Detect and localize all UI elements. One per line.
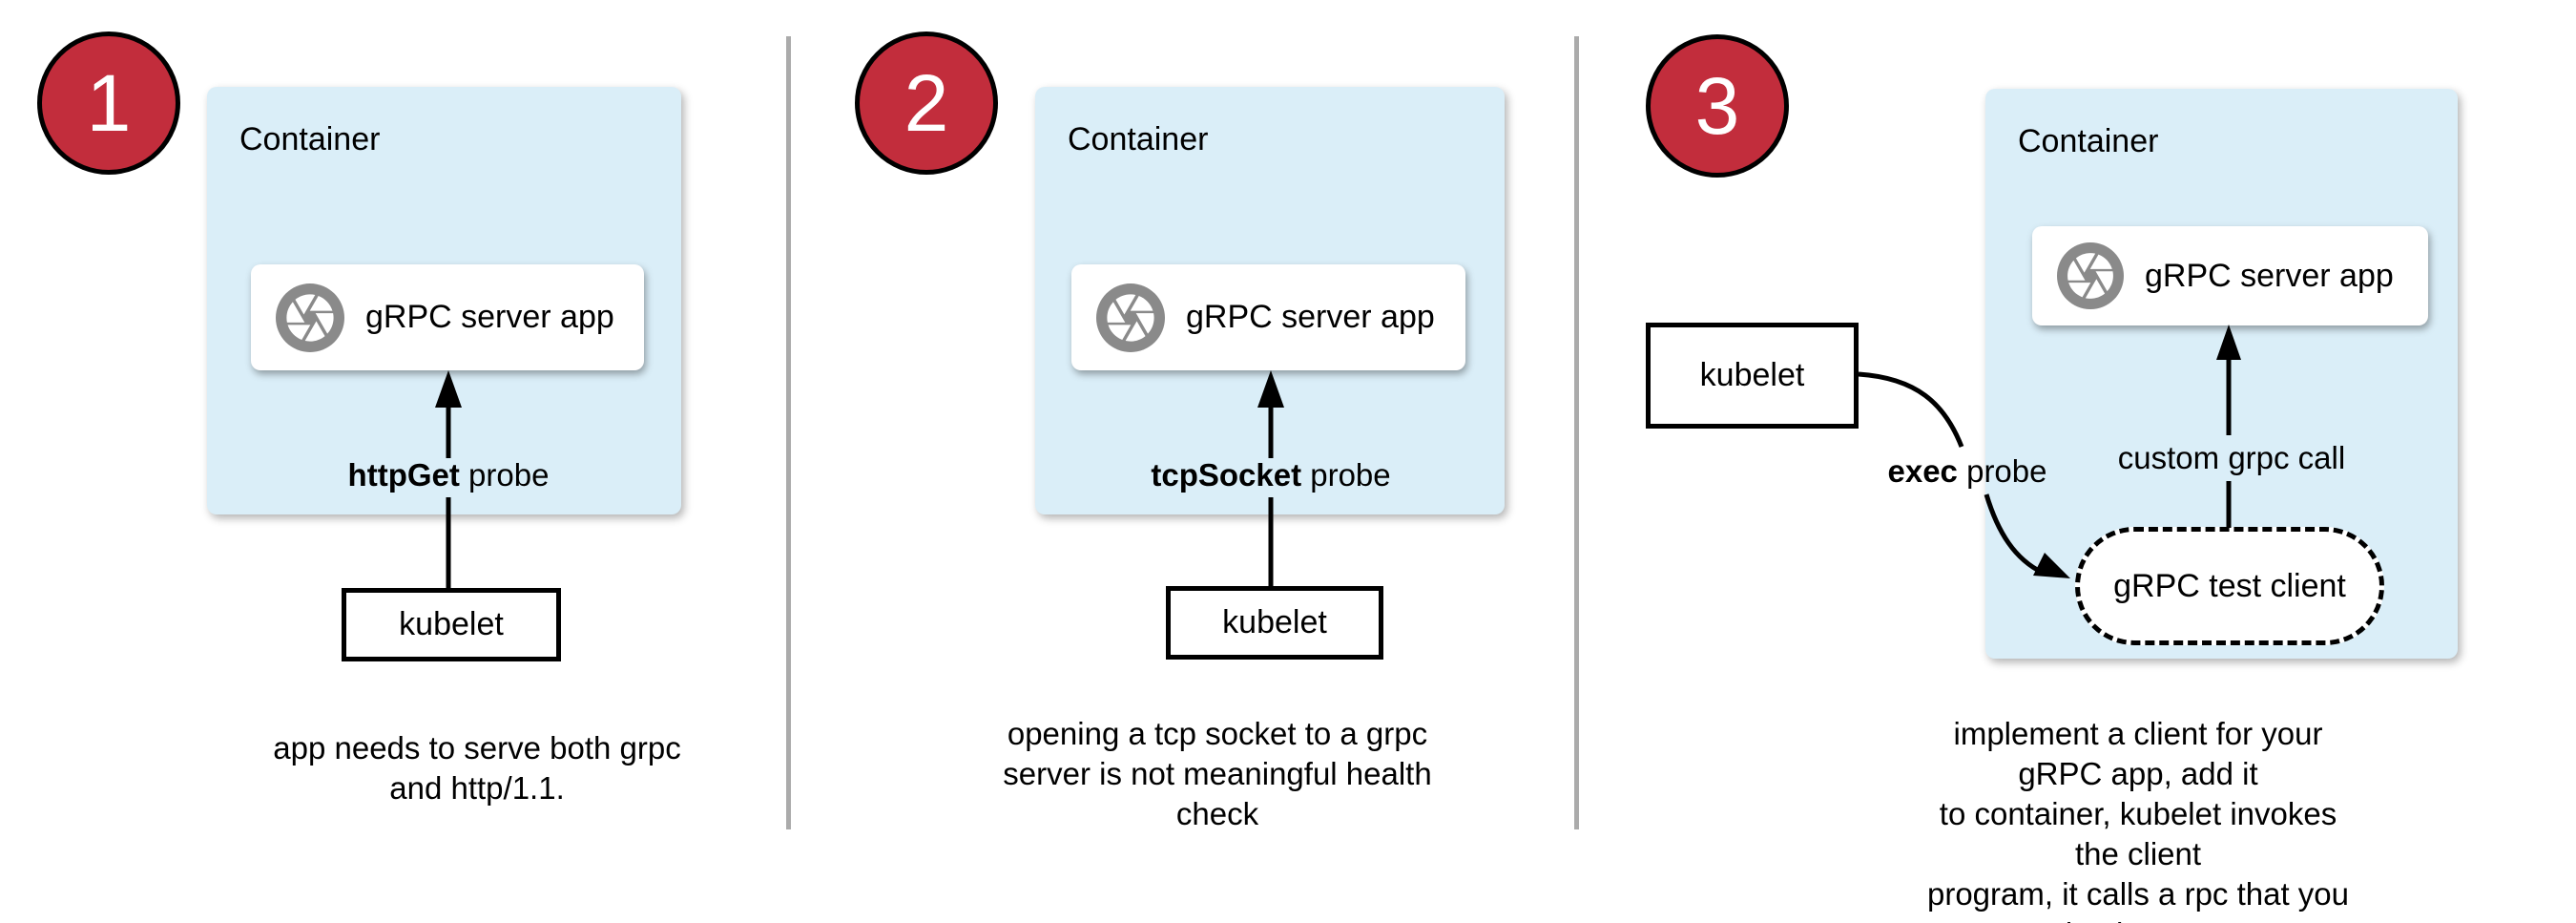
probe-word: probe — [1957, 453, 2047, 489]
aperture-icon — [2057, 242, 2124, 309]
container-label-2: Container — [1068, 121, 1209, 157]
grpc-server-app-label: gRPC server app — [1186, 299, 1435, 335]
kubelet-box-3: kubelet — [1646, 323, 1859, 429]
grpc-test-client-label: gRPC test client — [2113, 567, 2346, 604]
grpc-test-client-box: gRPC test client — [2075, 527, 2384, 645]
step-number-2: 2 — [904, 58, 949, 148]
probe-label-exec: exec probe — [1888, 453, 2047, 490]
caption-1: app needs to serve both grpc and http/1.… — [273, 730, 681, 806]
container-label-1: Container — [239, 121, 381, 157]
step-badge-3: 3 — [1646, 34, 1789, 178]
step-number-1: 1 — [86, 58, 132, 148]
probe-word: probe — [1301, 457, 1391, 493]
kubelet-label: kubelet — [399, 606, 504, 642]
grpc-server-app-box-2: gRPC server app — [1071, 264, 1465, 370]
aperture-icon — [276, 283, 344, 352]
aperture-icon — [1096, 283, 1165, 352]
probe-type: tcpSocket — [1151, 457, 1302, 493]
kubelet-box-2: kubelet — [1166, 586, 1383, 660]
kubelet-box-1: kubelet — [342, 588, 561, 661]
container-label-3: Container — [2018, 123, 2159, 159]
step-badge-1: 1 — [37, 31, 180, 175]
exec-curve-upper — [1858, 371, 1964, 448]
probe-label-httpget: httpGet probe — [348, 457, 550, 493]
step-badge-2: 2 — [855, 31, 998, 175]
panel-divider-2 — [1574, 36, 1579, 829]
step-number-3: 3 — [1694, 61, 1740, 151]
caption-2: opening a tcp socket to a grpc server is… — [1003, 716, 1432, 831]
probe-word: probe — [459, 457, 550, 493]
kubelet-label: kubelet — [1699, 357, 1805, 393]
caption-3: implement a client for your gRPC app, ad… — [1926, 716, 2350, 923]
kubelet-label: kubelet — [1222, 604, 1327, 640]
grpc-server-app-label: gRPC server app — [2145, 257, 2394, 294]
custom-grpc-call-label: custom grpc call — [2117, 440, 2346, 475]
probe-type: httpGet — [347, 457, 460, 493]
probe-label-tcpsocket: tcpSocket probe — [1151, 457, 1390, 493]
grpc-server-app-label: gRPC server app — [365, 299, 614, 335]
panel-divider-1 — [786, 36, 791, 829]
grpc-server-app-box-3: gRPC server app — [2032, 226, 2428, 325]
probe-type: exec — [1887, 453, 1958, 489]
grpc-server-app-box-1: gRPC server app — [251, 264, 644, 370]
